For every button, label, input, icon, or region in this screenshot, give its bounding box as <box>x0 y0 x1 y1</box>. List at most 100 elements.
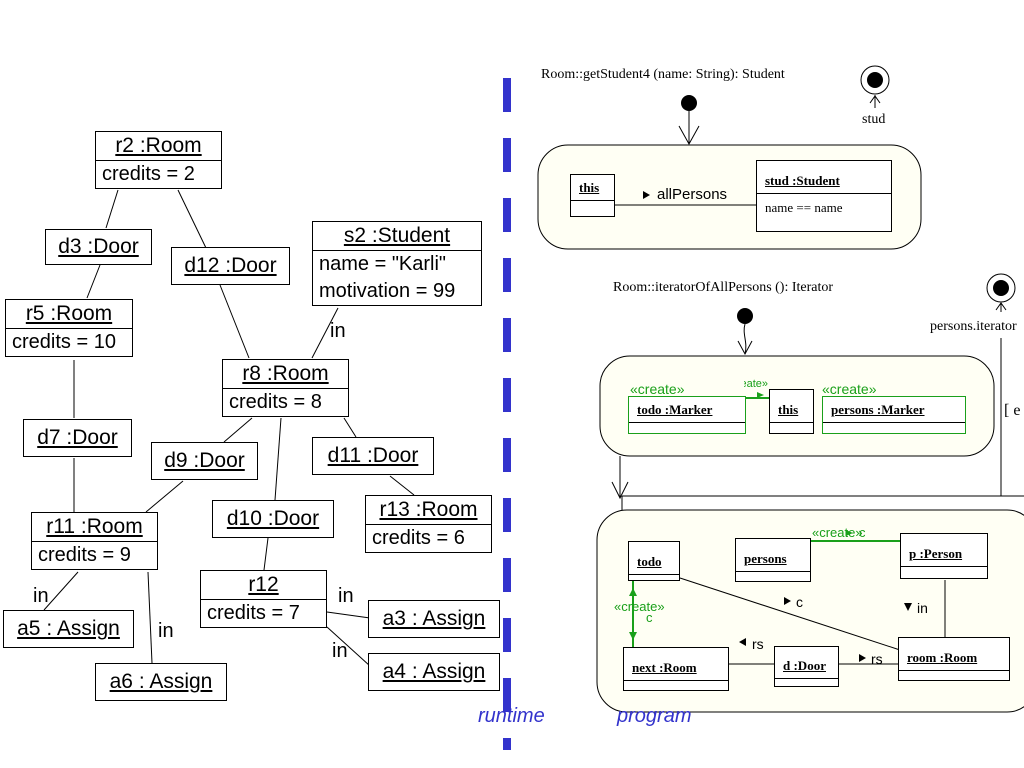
method-signature: Room::getStudent4 (name: String): Studen… <box>541 67 785 82</box>
door-d11[interactable]: d11 :Door <box>312 437 434 475</box>
link-label-allPersons: allPersons <box>657 186 728 203</box>
runtime-links <box>43 189 415 667</box>
object-title: a5 : Assign <box>17 617 120 640</box>
create-link-label: «create» <box>744 378 768 390</box>
pattern-object-divider <box>823 422 965 429</box>
create-link-label: «create» <box>614 599 665 614</box>
create-link-label: «create» <box>812 525 863 540</box>
pattern-object-todo[interactable]: todo <box>628 541 680 581</box>
object-attribute: credits = 10 <box>6 328 132 356</box>
object-title: s2 :Student <box>343 224 451 247</box>
pattern-object-title: todo :Marker <box>637 402 713 417</box>
assign-a4[interactable]: a4 : Assign <box>368 653 500 691</box>
object-title: r11 :Room <box>46 515 143 538</box>
return-label: persons.iterator <box>930 319 1017 334</box>
object-title: r8 :Room <box>242 362 329 385</box>
pattern-object-stud[interactable]: stud :Student name == name <box>756 160 892 232</box>
object-attribute: credits = 9 <box>32 541 157 569</box>
object-attribute: motivation = 99 <box>319 280 456 302</box>
pattern-object-divider <box>901 566 987 573</box>
object-title: a6 : Assign <box>109 670 213 693</box>
runtime-caption: runtime <box>478 705 545 727</box>
create-stereotype: «create» <box>822 381 877 397</box>
link-label-in: in <box>917 600 928 616</box>
pattern-object-divider <box>624 680 728 687</box>
pattern-object-divider <box>775 678 838 685</box>
guard-bracket: [ e <box>1004 402 1021 419</box>
pattern-object-title: this <box>778 402 799 417</box>
assign-a5[interactable]: a5 : Assign <box>3 610 134 648</box>
object-attribute: credits = 6 <box>366 524 491 552</box>
create-link-role: c <box>646 610 653 625</box>
pattern-object-this[interactable]: this <box>570 174 615 217</box>
pattern-object-title: persons <box>744 551 787 566</box>
object-title: r12 <box>248 573 279 596</box>
pattern-object-this[interactable]: this <box>769 389 814 434</box>
door-d12[interactable]: d12 :Door <box>171 247 290 285</box>
pattern-object-title: room :Room <box>907 650 978 665</box>
pattern-object-divider <box>899 670 1009 677</box>
program-caption: program <box>617 705 692 727</box>
door-d7[interactable]: d7 :Door <box>23 419 132 457</box>
object-title: d10 :Door <box>226 507 320 530</box>
room-r5[interactable]: r5 :Room credits = 10 <box>5 299 133 357</box>
door-d3[interactable]: d3 :Door <box>45 229 152 265</box>
object-attribute: credits = 8 <box>223 388 348 416</box>
pattern-object-divider <box>629 422 745 429</box>
object-attribute: name = "Karli" <box>313 250 481 278</box>
assign-a6[interactable]: a6 : Assign <box>95 663 227 701</box>
link-label-c: c <box>796 594 803 610</box>
room-r2[interactable]: r2 :Room credits = 2 <box>95 131 222 189</box>
object-title: a3 : Assign <box>382 607 486 630</box>
create-link-role: c <box>859 525 866 540</box>
pattern-object-title: d :Door <box>783 658 826 673</box>
pattern-object-title: next :Room <box>632 660 697 675</box>
link-label-in: in <box>332 640 348 662</box>
pattern-object-divider <box>757 193 891 200</box>
student-s2[interactable]: s2 :Student name = "Karli" motivation = … <box>312 221 482 306</box>
pattern-object-divider <box>736 571 810 578</box>
object-title: d12 :Door <box>184 254 277 277</box>
create-stereotype: «create» <box>630 381 685 397</box>
object-title: d3 :Door <box>58 235 139 258</box>
pattern-object-d-door[interactable]: d :Door <box>774 646 839 687</box>
room-r12[interactable]: r12 credits = 7 <box>200 570 327 628</box>
room-r8[interactable]: r8 :Room credits = 8 <box>222 359 349 417</box>
pattern-object-title: stud :Student <box>765 173 840 188</box>
object-attribute: credits = 7 <box>201 599 326 627</box>
pattern-object-todo-marker[interactable]: todo :Marker <box>628 396 746 434</box>
pattern-object-divider <box>770 422 813 429</box>
object-title: r13 :Room <box>379 498 478 521</box>
link-label-rs: rs <box>871 651 883 667</box>
door-d9[interactable]: d9 :Door <box>151 442 258 480</box>
pattern-object-title: todo <box>637 554 662 569</box>
room-r11[interactable]: r11 :Room credits = 9 <box>31 512 158 570</box>
method-signature: Room::iteratorOfAllPersons (): Iterator <box>613 280 834 295</box>
pattern-object-title: this <box>579 180 600 195</box>
pattern-object-divider <box>629 574 679 581</box>
pattern-object-room[interactable]: room :Room <box>898 637 1010 681</box>
object-attribute: credits = 2 <box>96 160 221 188</box>
link-label-in: in <box>330 320 346 342</box>
object-title: r5 :Room <box>25 302 113 325</box>
object-title: d9 :Door <box>164 449 245 472</box>
object-title: d7 :Door <box>37 426 118 449</box>
link-label-in: in <box>158 620 174 642</box>
pattern-object-persons-marker[interactable]: persons :Marker <box>822 396 966 434</box>
assign-a3[interactable]: a3 : Assign <box>368 600 500 638</box>
link-label-in: in <box>33 585 49 607</box>
object-title: a4 : Assign <box>382 660 486 683</box>
pattern-object-divider <box>571 200 614 207</box>
door-d10[interactable]: d10 :Door <box>212 500 334 538</box>
pattern-attribute: name == name <box>765 200 843 215</box>
room-r13[interactable]: r13 :Room credits = 6 <box>365 495 492 553</box>
object-title: d11 :Door <box>327 444 419 467</box>
link-label-in: in <box>338 585 354 607</box>
return-label: stud <box>862 112 886 127</box>
pattern-object-p-person[interactable]: p :Person <box>900 533 988 579</box>
pattern-object-title: p :Person <box>909 546 963 561</box>
pattern-object-title: persons :Marker <box>831 402 925 417</box>
pattern-object-next-room[interactable]: next :Room <box>623 647 729 691</box>
link-label-rs: rs <box>752 636 764 652</box>
pattern-object-persons[interactable]: persons <box>735 538 811 582</box>
